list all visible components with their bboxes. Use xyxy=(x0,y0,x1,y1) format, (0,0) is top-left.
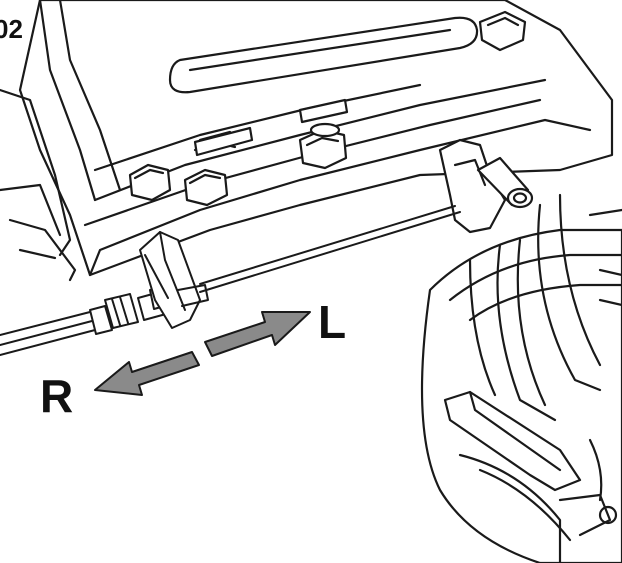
cable-adjuster xyxy=(139,231,201,329)
direction-left-label: L xyxy=(318,296,346,348)
machine-frame xyxy=(0,0,614,282)
rotor-wheel xyxy=(420,193,622,563)
cable-assembly xyxy=(0,205,461,356)
direction-right-label: R xyxy=(40,370,73,422)
hex-nut-row xyxy=(128,10,527,207)
arrow-right-icon xyxy=(204,311,311,357)
direction-arrows xyxy=(94,311,311,396)
arrow-left-icon xyxy=(94,351,200,396)
figure-number: 02 xyxy=(0,14,23,44)
